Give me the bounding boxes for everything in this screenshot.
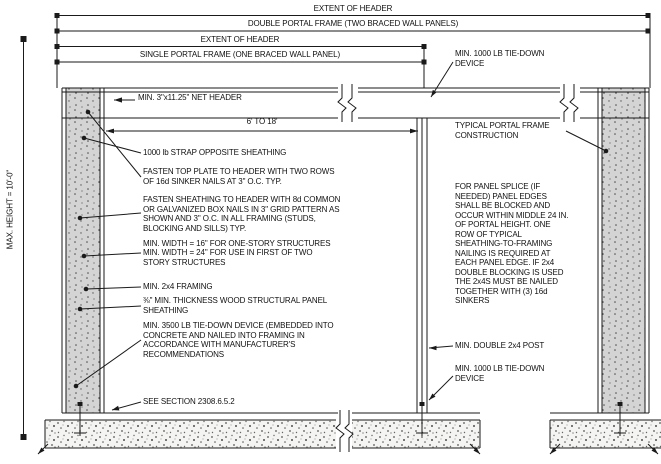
dim-label-max-height: MAX. HEIGHT = 10'-0" [5,169,15,250]
dim-label-double-portal-frame: DOUBLE PORTAL FRAME (TWO BRACED WALL PAN… [247,19,459,28]
callout-strap: 1000 lb STRAP OPPOSITE SHEATHING [143,148,287,157]
callout-panel-sheathing: ⅜" MIN. THICKNESS WOOD STRUCTURAL PANEL … [143,296,327,315]
center-double-post [416,118,428,413]
callout-min-width-two-story: MIN. WIDTH = 24" FOR USE IN FIRST OF TWO… [143,248,313,267]
callout-typical-portal-frame: TYPICAL PORTAL FRAME CONSTRUCTION [455,121,550,140]
callout-net-header: MIN. 3"x11.25" NET HEADER [138,93,242,102]
dim-label-single-portal-frame: SINGLE PORTAL FRAME (ONE BRACED WALL PAN… [139,50,341,59]
left-braced-panel [61,88,105,413]
dim-label-extent-of-header-inner: EXTENT OF HEADER [200,35,280,44]
callout-min-width-one-story: MIN. WIDTH = 16" FOR ONE-STORY STRUCTURE… [143,239,331,248]
dim-label-header-span: 6' TO 18' [246,117,278,126]
callout-tie-down-3500: MIN. 3500 LB TIE-DOWN DEVICE (EMBEDDED I… [143,321,334,359]
callout-see-section: SEE SECTION 2308.6.5.2 [143,397,235,406]
header-beam [62,87,649,119]
callout-tie-down-bottom: MIN. 1000 LB TIE-DOWN DEVICE [455,364,545,383]
callout-fasten-sheathing: FASTEN SHEATHING TO HEADER WITH 8d COMMO… [143,195,341,233]
callout-double-post: MIN. DOUBLE 2x4 POST [455,341,545,350]
break-symbols [335,84,579,452]
anchor-bolts [74,402,626,436]
leader-lines [73,61,609,411]
callout-tie-down-top: MIN. 1000 LB TIE-DOWN DEVICE [455,49,545,68]
note-panel-splice: FOR PANEL SPLICE (IF NEEDED) PANEL EDGES… [455,182,569,305]
dimension-lines [20,13,651,440]
callout-framing: MIN. 2x4 FRAMING [143,282,213,291]
dim-label-extent-of-header-top: EXTENT OF HEADER [313,4,393,13]
right-braced-panel [597,88,650,413]
foundation [37,419,661,455]
callout-fasten-top-plate: FASTEN TOP PLATE TO HEADER WITH TWO ROWS… [143,167,335,186]
